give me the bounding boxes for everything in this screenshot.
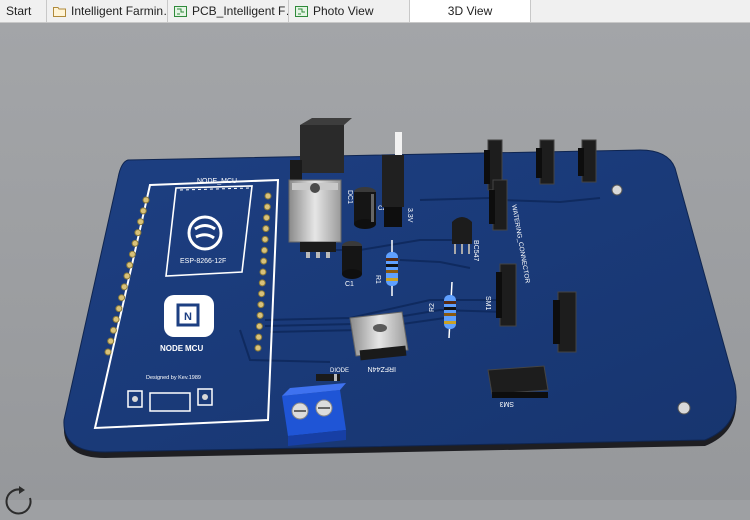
silk-node-mcu: NODE_MCU <box>197 178 237 185</box>
header-connector-top-2 <box>536 139 555 185</box>
tab-start[interactable]: Start <box>0 0 47 22</box>
nodemcu-pins-left <box>104 196 150 356</box>
pin-pad <box>260 257 268 265</box>
silk-designer: Designed by Kev.1989 <box>146 375 201 381</box>
pin-pad <box>257 301 265 309</box>
mounting-hole <box>611 184 623 196</box>
pin-pad <box>256 311 264 319</box>
nodemcu-pins-right <box>254 192 272 352</box>
pin-pad <box>261 235 269 243</box>
pin-pad <box>118 294 126 302</box>
folder-icon <box>53 6 66 17</box>
pin-pad <box>254 344 262 352</box>
capacitor-c2 <box>354 187 376 229</box>
header-connector-right <box>553 291 577 353</box>
header-connector-sm1 <box>496 263 517 327</box>
screw-terminal-block <box>282 383 346 446</box>
tab-label: Start <box>6 4 32 18</box>
pcb-board <box>63 149 737 453</box>
silk-c1: C1 <box>345 281 354 288</box>
pin-pad <box>260 246 268 254</box>
tab-label: Photo View <box>313 4 374 18</box>
silk-esp-model: ESP-8266-12F <box>180 258 226 265</box>
pin-pad <box>139 207 147 215</box>
pcb-icon <box>295 5 308 17</box>
pin-pad <box>123 272 131 280</box>
pin-pad <box>107 337 115 345</box>
pin-pad <box>104 348 112 356</box>
pcb-icon <box>174 5 187 17</box>
mosfet-irfz44n <box>349 311 409 361</box>
mounting-hole <box>677 401 691 415</box>
silk-c2: C2 <box>378 206 386 212</box>
transistor-bc547 <box>452 217 472 254</box>
tab-intelligent-farming-project[interactable]: Intelligent Farmin… <box>47 0 168 22</box>
capacitor-c1 <box>342 241 362 279</box>
pcb-3d-render[interactable]: NODE_MCU ESP-8266-12F N NODE MCU Designe… <box>0 23 750 500</box>
pin-pad <box>264 192 272 200</box>
tab-label: PCB_Intelligent F… <box>192 4 289 18</box>
diode <box>316 374 340 381</box>
silk-sm3: SM3 <box>500 400 515 407</box>
nodemcu-logo-icon: N <box>164 295 214 337</box>
pin-pad <box>120 283 128 291</box>
voltage-regulator <box>288 179 342 258</box>
pin-pad <box>137 218 145 226</box>
silk-sm1: SM1 <box>484 296 491 311</box>
3d-viewport[interactable]: NODE_MCU ESP-8266-12F N NODE MCU Designe… <box>0 23 750 515</box>
silk-irfz44n: IRFZ44N <box>368 365 396 372</box>
silk-nodemcu-node: NODE <box>160 344 184 353</box>
header-connector-top-3 <box>578 139 597 183</box>
dc-jack <box>290 118 352 180</box>
rotate-view-icon[interactable] <box>2 484 38 520</box>
pin-pad <box>112 315 120 323</box>
pin-pad <box>131 239 139 247</box>
document-tab-bar: Start Intelligent Farmin… PCB_Intelligen… <box>0 0 750 23</box>
pin-pad <box>115 305 123 313</box>
silk-diode: DIODE <box>330 368 349 374</box>
silk-bc547: BC547 <box>472 240 479 262</box>
silk-r1: R1 <box>374 275 381 284</box>
pin-pad <box>263 203 271 211</box>
regulator-3v3 <box>382 132 404 227</box>
tab-3d-view[interactable]: 3D View <box>410 0 531 22</box>
espressif-logo-icon <box>187 215 223 251</box>
silk-r2: R2 <box>429 303 436 312</box>
pin-pad <box>255 333 263 341</box>
svg-text:N: N <box>184 311 192 323</box>
nodemcu-footprint: NODE_MCU ESP-8266-12F N NODE MCU Designe… <box>93 178 280 430</box>
pin-pad <box>258 290 266 298</box>
pin-pad <box>258 279 266 287</box>
header-connector-moisture <box>489 179 508 231</box>
tab-label: 3D View <box>447 4 493 18</box>
silk-dc1: DC1 <box>346 190 353 204</box>
tab-photo-view[interactable]: Photo View <box>289 0 410 22</box>
pin-pad <box>259 268 267 276</box>
tab-pcb-intelligent-farming[interactable]: PCB_Intelligent F… <box>168 0 289 22</box>
tab-label: Intelligent Farmin… <box>71 4 168 18</box>
pin-pad <box>255 322 263 330</box>
pin-pad <box>263 214 271 222</box>
header-connector-sm3 <box>487 365 549 398</box>
resistor-r2 <box>444 281 456 339</box>
pin-pad <box>128 250 136 258</box>
pin-pad <box>142 196 150 204</box>
silk-nodemcu-mcu: MCU <box>185 344 203 353</box>
pin-pad <box>262 225 270 233</box>
pin-pad <box>109 326 117 334</box>
pin-pad <box>134 229 142 237</box>
silk-3v3: 3.3V <box>406 208 413 223</box>
pin-pad <box>126 261 134 269</box>
resistor-r1 <box>386 240 398 296</box>
